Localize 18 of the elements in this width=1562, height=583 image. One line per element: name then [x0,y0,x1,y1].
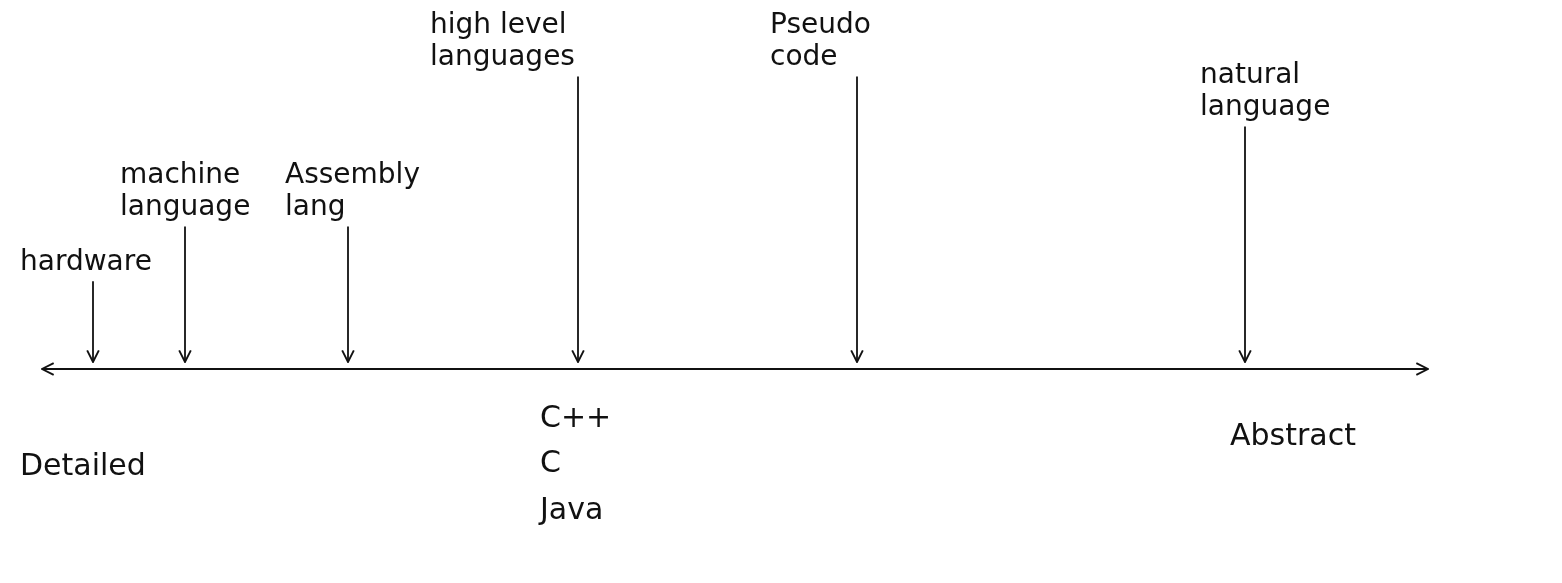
spectrum-axis [40,362,1430,376]
example-language: C++ [540,400,612,435]
node-label: natural language [1200,58,1332,123]
node-label: hardware [20,245,153,278]
node-label: Assembly lang [285,158,421,223]
node-label: machine language [120,158,252,223]
arrow [86,280,100,363]
node-label: high level languages [430,8,576,73]
axis-end-label: Abstract [1230,418,1356,453]
example-language: C [540,445,561,480]
example-language: Java [540,492,604,527]
arrow [850,75,864,363]
arrow [178,225,192,363]
axis-end-label: Detailed [20,448,146,483]
arrow [1238,125,1252,363]
node-label: Pseudo code [770,8,872,73]
arrow [341,225,355,363]
arrow [571,75,585,363]
